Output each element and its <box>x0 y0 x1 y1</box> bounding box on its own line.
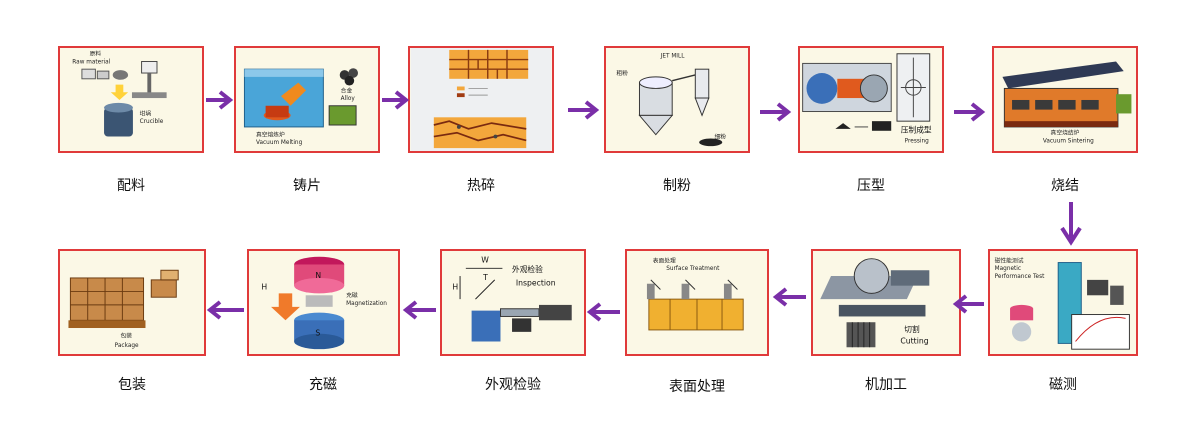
arrow-right-icon <box>206 90 234 110</box>
inspection-illustration: W T H 外观检验 Inspection <box>440 249 586 356</box>
milling-illustration: JET MILL 粗粉 细粉 <box>604 46 750 153</box>
pressing-illustration: 压制成型 Pressing <box>798 46 944 153</box>
arrow-right-icon <box>382 90 410 110</box>
label-sintering-en: Vacuum Sintering <box>1043 138 1094 144</box>
label-raw-cn: 原料 <box>90 50 102 58</box>
caption-batching: 配料 <box>117 178 145 194</box>
arrow-down-icon <box>1060 202 1082 246</box>
arrow-right-icon <box>954 102 986 122</box>
label-w: W <box>481 256 489 265</box>
label-h-mag: H <box>261 283 267 292</box>
arrow-left-icon <box>206 300 244 320</box>
caption-casting: 铸片 <box>293 178 321 194</box>
label-package-en: Package <box>115 343 139 349</box>
casting-illustration: 合金 Alloy 真空熔炼炉 Vacuum Melting <box>234 46 380 153</box>
machining-illustration: 切割 Cutting <box>811 249 961 356</box>
arrow-left-icon <box>586 302 620 322</box>
label-inspection-en: Inspection <box>516 279 556 288</box>
label-alloy-cn: 合金 <box>341 86 353 94</box>
crushing-illustration <box>408 46 554 153</box>
caption-crushing: 热碎 <box>467 178 495 194</box>
magnetic-test-illustration: 磁性能测试 Magnetic Performance Test <box>988 249 1138 356</box>
caption-surface: 表面处理 <box>669 379 725 395</box>
label-sintering-cn: 真空烧结炉 <box>1051 129 1080 137</box>
label-magtest-en1: Magnetic <box>995 266 1021 272</box>
label-magtest-en2: Performance Test <box>995 274 1045 280</box>
label-inspection-cn: 外观检验 <box>512 264 543 274</box>
caption-magnetizing: 充磁 <box>309 377 337 393</box>
label-surface-cn: 表面处理 <box>653 257 676 265</box>
label-raw-en: Raw material <box>72 59 110 65</box>
arrow-left-icon <box>952 294 984 314</box>
caption-packaging: 包装 <box>118 377 146 393</box>
arrow-right-icon <box>760 102 792 122</box>
label-crucible-cn: 坩埚 <box>140 109 152 117</box>
label-jetmill: JET MILL <box>660 54 686 60</box>
label-fine: 细粉 <box>715 132 727 140</box>
label-surface-en: Surface Treatment <box>666 266 720 272</box>
label-magnetization-cn: 充磁 <box>346 291 358 299</box>
label-magtest-cn: 磁性能测试 <box>995 257 1024 265</box>
label-h: H <box>452 283 458 292</box>
label-coarse: 粗粉 <box>616 69 628 77</box>
arrow-left-icon <box>402 300 436 320</box>
label-cutting-en: Cutting <box>900 336 928 345</box>
surface-illustration: 表面处理 Surface Treatment <box>625 249 769 356</box>
magnetizing-illustration: N 充磁 Magnetization H S <box>247 249 400 356</box>
label-pressing-cn: 压制成型 <box>901 125 932 135</box>
caption-sintering: 烧结 <box>1051 178 1079 194</box>
caption-milling: 制粉 <box>663 178 691 194</box>
label-crucible-en: Crucible <box>140 119 164 125</box>
label-vm-en: Vacuum Melting <box>256 140 303 146</box>
caption-pressing: 压型 <box>857 178 885 194</box>
caption-magnetic-test: 磁测 <box>1049 377 1077 393</box>
batching-illustration: 原料 Raw material 坩埚 Crucible <box>58 46 204 153</box>
sintering-illustration: 真空烧结炉 Vacuum Sintering <box>992 46 1138 153</box>
label-alloy-en: Alloy <box>341 96 356 102</box>
arrow-left-icon <box>772 287 806 307</box>
packaging-illustration: 包装 Package <box>58 249 206 356</box>
label-n: N <box>315 271 321 280</box>
label-magnetization-en: Magnetization <box>346 301 387 307</box>
arrow-right-icon <box>568 100 600 120</box>
label-vm-cn: 真空熔炼炉 <box>256 131 285 139</box>
label-s: S <box>315 329 320 338</box>
label-cutting-cn: 切割 <box>904 324 920 334</box>
label-t: T <box>482 273 488 282</box>
label-package-cn: 包装 <box>120 332 132 340</box>
label-pressing-en: Pressing <box>905 138 929 144</box>
caption-machining: 机加工 <box>865 377 907 393</box>
caption-inspection: 外观检验 <box>485 377 541 393</box>
